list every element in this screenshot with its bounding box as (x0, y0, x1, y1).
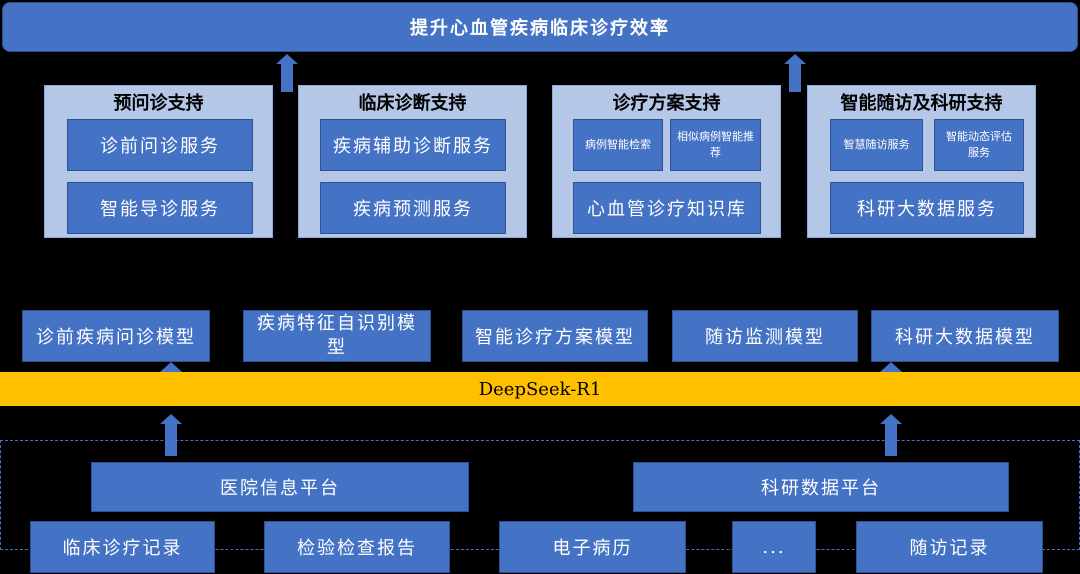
panel-title: 智能随访及科研支持 (840, 93, 1003, 114)
arrow-up-icon (879, 414, 903, 456)
model-box: 随访监测模型 (672, 310, 858, 362)
model-box: 智能诊疗方案模型 (462, 310, 648, 362)
panel-title: 诊疗方案支持 (612, 93, 721, 114)
arrow-up-icon (275, 54, 299, 92)
panel-pre-consultation: 预问诊支持 诊前问诊服务 智能导诊服务 (44, 85, 273, 238)
arrow-up-icon (159, 414, 183, 456)
core-model-band: DeepSeek-R1 (0, 372, 1080, 406)
platform-box: 科研数据平台 (633, 462, 1009, 512)
service-box: 心血管诊疗知识库 (573, 182, 761, 234)
data-source-box: 电子病历 (499, 521, 686, 573)
service-box: 疾病预测服务 (320, 182, 506, 234)
model-box: 诊前疾病问诊模型 (22, 310, 210, 362)
small-service-box: 病例智能检索 (573, 119, 663, 171)
service-box: 诊前问诊服务 (67, 119, 253, 171)
service-box: 科研大数据服务 (830, 182, 1024, 234)
data-source-box: ... (732, 521, 816, 573)
panel-treatment-plan: 诊疗方案支持 病例智能检索 相似病例智能推荐 心血管诊疗知识库 (552, 85, 781, 238)
panel-followup-research: 智能随访及科研支持 智慧随访服务 智能动态评估服务 科研大数据服务 (807, 85, 1036, 238)
model-box: 科研大数据模型 (871, 310, 1059, 362)
platform-box: 医院信息平台 (91, 462, 469, 512)
small-service-box: 智能动态评估服务 (934, 119, 1024, 171)
panel-title: 预问诊支持 (113, 93, 204, 114)
data-source-box: 检验检查报告 (264, 521, 450, 573)
panel-title: 临床诊断支持 (358, 93, 467, 114)
small-service-box: 相似病例智能推荐 (670, 119, 761, 171)
service-box: 智能导诊服务 (67, 182, 253, 234)
data-source-box: 随访记录 (856, 521, 1043, 573)
goal-banner: 提升心血管疾病临床诊疗效率 (2, 2, 1078, 52)
service-box: 疾病辅助诊断服务 (320, 119, 506, 171)
panel-clinical-diagnosis: 临床诊断支持 疾病辅助诊断服务 疾病预测服务 (298, 85, 527, 238)
arrow-up-icon (783, 54, 807, 92)
data-source-box: 临床诊疗记录 (30, 521, 215, 573)
model-box: 疾病特征自识别模型 (243, 310, 431, 362)
small-service-box: 智慧随访服务 (830, 119, 923, 171)
